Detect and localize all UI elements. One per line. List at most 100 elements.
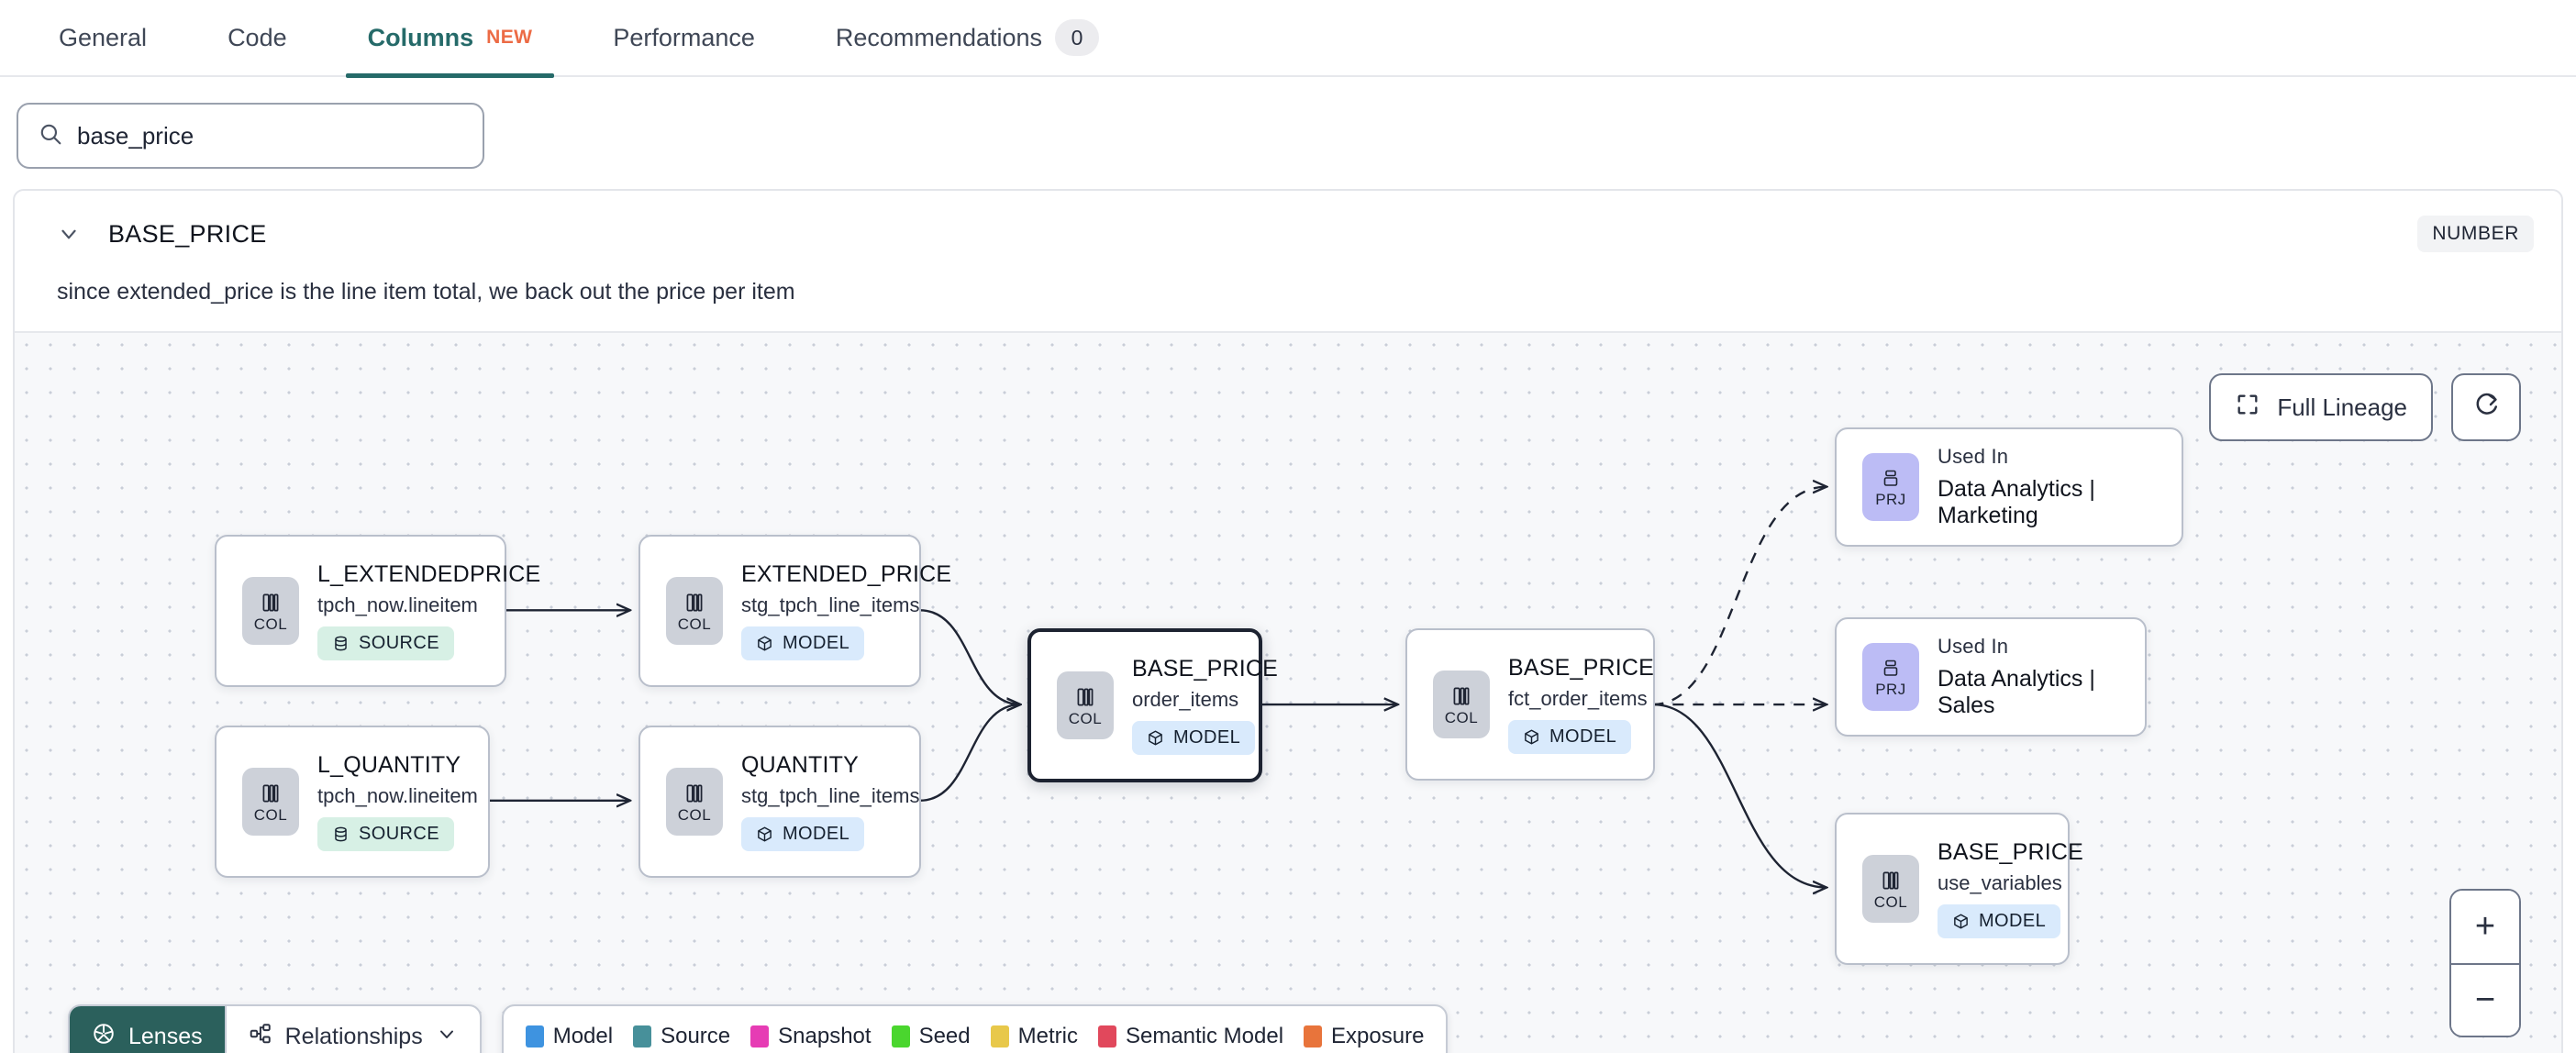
- lenses-relationships-group: Lenses Relationships: [68, 1004, 482, 1053]
- chevron-down-icon[interactable]: [57, 222, 81, 246]
- chip-label: PRJ: [1875, 680, 1906, 698]
- chip-label: PRJ: [1875, 490, 1906, 508]
- refresh-button[interactable]: [2451, 373, 2521, 441]
- lineage-canvas[interactable]: COL L_EXTENDEDPRICE tpch_now.lineitem SO…: [15, 331, 2561, 1053]
- search-area: [0, 77, 2576, 189]
- zoom-out-button[interactable]: −: [2451, 963, 2519, 1036]
- lineage-node-base-price-fct-order-items[interactable]: COL BASE_PRICE fct_order_items MODEL: [1405, 628, 1655, 781]
- relationships-button[interactable]: Relationships: [224, 1006, 480, 1053]
- chip-label: COL: [253, 805, 288, 824]
- canvas-top-controls: Full Lineage: [2209, 373, 2521, 441]
- pill-label: MODEL: [783, 633, 850, 653]
- hierarchy-icon: [249, 1022, 272, 1052]
- legend-swatch: [990, 1025, 1009, 1047]
- legend-item-semantic-model: Semantic Model: [1097, 1024, 1283, 1049]
- legend-label: Exposure: [1331, 1024, 1425, 1048]
- node-relation-label: Used In: [1938, 445, 2009, 468]
- pill-label: SOURCE: [359, 633, 439, 653]
- legend-item-exposure: Exposure: [1304, 1024, 1424, 1049]
- column-icon: COL: [1862, 855, 1919, 923]
- legend-swatch: [750, 1025, 770, 1047]
- legend-label: Seed: [918, 1024, 971, 1048]
- tab-bar: General Code Columns NEW Performance Rec…: [0, 0, 2576, 78]
- legend-label: Source: [661, 1024, 731, 1048]
- search-box[interactable]: [17, 103, 484, 169]
- tab-code[interactable]: Code: [222, 0, 293, 76]
- search-input[interactable]: [77, 121, 462, 150]
- full-lineage-button[interactable]: Full Lineage: [2209, 373, 2433, 441]
- node-subtitle: fct_order_items: [1508, 687, 1648, 710]
- lineage-node-project-marketing[interactable]: PRJ Used In Data Analytics | Marketing: [1835, 427, 2183, 547]
- lineage-node-quantity[interactable]: COL QUANTITY stg_tpch_line_items MODEL: [638, 726, 921, 878]
- search-icon: [39, 122, 62, 150]
- node-name: QUANTITY: [741, 752, 859, 778]
- node-subtitle: stg_tpch_line_items: [741, 784, 920, 807]
- column-description: since extended_price is the line item to…: [57, 279, 795, 305]
- tab-recommendations[interactable]: Recommendations 0: [830, 0, 1105, 76]
- aperture-icon: [92, 1022, 116, 1052]
- tab-label: Recommendations: [835, 23, 1043, 51]
- pill-label: MODEL: [1979, 911, 2047, 931]
- node-type-pill: SOURCE: [317, 817, 454, 851]
- node-name: EXTENDED_PRICE: [741, 561, 952, 587]
- pill-label: MODEL: [1173, 727, 1241, 748]
- node-type-pill: MODEL: [1508, 720, 1632, 754]
- node-type-legend: Model Source Snapshot Seed Metric: [501, 1004, 1449, 1053]
- lenses-button[interactable]: Lenses: [70, 1006, 225, 1053]
- lineage-node-base-price-use-variables[interactable]: COL BASE_PRICE use_variables MODEL: [1835, 813, 2083, 965]
- node-type-pill: SOURCE: [317, 626, 454, 660]
- relationships-label: Relationships: [284, 1023, 423, 1049]
- legend-swatch: [525, 1025, 544, 1047]
- tab-performance[interactable]: Performance: [607, 0, 761, 76]
- lineage-edges: [489, 333, 2561, 1053]
- legend-label: Metric: [1017, 1024, 1078, 1048]
- lineage-node-extended-price[interactable]: COL EXTENDED_PRICE stg_tpch_line_items M…: [638, 535, 951, 687]
- chip-label: COL: [677, 615, 712, 633]
- legend-item-snapshot: Snapshot: [750, 1024, 872, 1049]
- legend-item-source: Source: [633, 1024, 730, 1049]
- column-icon: COL: [1057, 671, 1114, 739]
- pill-label: MODEL: [783, 824, 850, 844]
- chip-label: COL: [1444, 708, 1479, 726]
- legend-swatch: [1097, 1025, 1116, 1047]
- node-name: L_EXTENDEDPRICE: [317, 561, 541, 587]
- chip-label: COL: [1873, 892, 1908, 911]
- lineage-node-project-sales[interactable]: PRJ Used In Data Analytics | Sales: [1835, 617, 2147, 737]
- tab-label: Code: [228, 23, 287, 51]
- node-name: BASE_PRICE: [1132, 656, 1279, 682]
- chip-label: COL: [677, 805, 712, 824]
- new-badge: NEW: [486, 27, 533, 48]
- node-subtitle: tpch_now.lineitem: [317, 784, 478, 807]
- node-type-pill: MODEL: [1132, 721, 1256, 755]
- pill-label: MODEL: [1549, 726, 1617, 747]
- column-icon: COL: [666, 577, 723, 645]
- node-type-pill: MODEL: [741, 817, 865, 851]
- project-icon: PRJ: [1862, 453, 1919, 521]
- column-type-badge: NUMBER: [2417, 216, 2534, 252]
- tab-columns[interactable]: Columns NEW: [345, 0, 555, 78]
- canvas-bottom-toolbar: Lenses Relationships: [68, 1004, 1449, 1053]
- chip-label: COL: [253, 615, 288, 633]
- node-project-name: Data Analytics | Marketing: [1938, 476, 2095, 528]
- lenses-label: Lenses: [128, 1023, 203, 1049]
- zoom-in-button[interactable]: +: [2451, 891, 2519, 963]
- column-icon: COL: [242, 577, 299, 645]
- legend-item-seed: Seed: [891, 1024, 971, 1049]
- node-subtitle: order_items: [1132, 688, 1239, 711]
- lineage-node-base-price-order-items[interactable]: COL BASE_PRICE order_items MODEL: [1027, 628, 1278, 782]
- column-icon: COL: [242, 768, 299, 836]
- tab-general[interactable]: General: [53, 0, 152, 76]
- lineage-node-l-extendedprice[interactable]: COL L_EXTENDEDPRICE tpch_now.lineitem SO…: [215, 535, 540, 687]
- legend-label: Snapshot: [778, 1024, 872, 1048]
- column-name: BASE_PRICE: [108, 219, 267, 248]
- node-subtitle: use_variables: [1938, 871, 2062, 894]
- node-subtitle: stg_tpch_line_items: [741, 593, 920, 616]
- refresh-icon: [2472, 391, 2500, 425]
- tab-label: Columns: [367, 23, 474, 51]
- lineage-node-l-quantity[interactable]: COL L_QUANTITY tpch_now.lineitem SOURCE: [215, 726, 490, 878]
- node-name: L_QUANTITY: [317, 752, 461, 778]
- recommendations-count-badge: 0: [1055, 19, 1100, 56]
- node-type-pill: MODEL: [741, 626, 865, 660]
- column-icon: COL: [1433, 671, 1490, 738]
- zoom-controls: + −: [2449, 889, 2521, 1037]
